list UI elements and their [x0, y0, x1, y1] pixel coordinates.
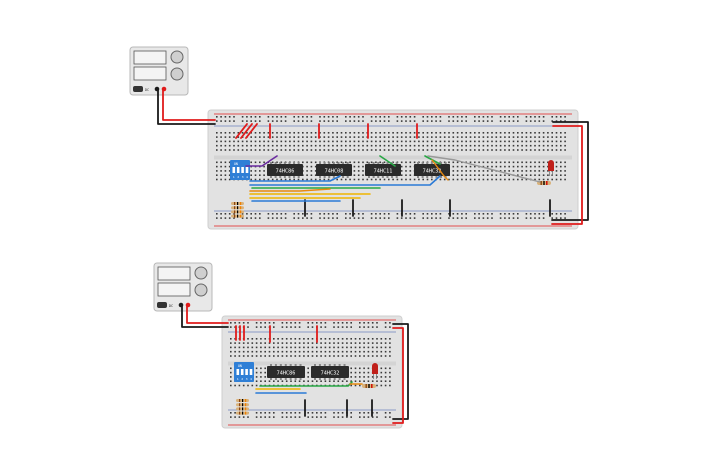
dip-position-label: 3 — [246, 377, 248, 381]
dip-toggle — [236, 369, 240, 375]
output-wire-gray — [427, 155, 541, 183]
dip-switch-body — [230, 160, 250, 180]
signal-wire-green — [379, 155, 396, 167]
dip-toggle — [240, 369, 244, 375]
led-icon — [548, 160, 554, 171]
ic-chip: 74HC86 — [267, 364, 305, 380]
ic-chip: 74HC32 — [311, 364, 349, 380]
signal-wire-purple — [245, 155, 278, 167]
rail-jumper-black — [551, 121, 589, 221]
pulldown-resistors-top — [231, 202, 244, 218]
current-display — [157, 282, 191, 297]
supply-positive-wire — [186, 304, 229, 324]
dip-switch-on-label: ON — [238, 364, 242, 368]
ic-chip-body — [316, 164, 352, 176]
supply-negative-wire — [157, 88, 216, 125]
ic-chip-body — [365, 164, 401, 176]
rail-jumper-black — [392, 323, 409, 420]
ic-chip-label: 74HC86 — [277, 370, 296, 376]
dip-position-label: 1 — [233, 175, 235, 179]
dip-position-label: 1 — [237, 377, 239, 381]
dip-position-label: 4 — [250, 377, 252, 381]
ic-chip-label: 74HC11 — [374, 168, 393, 174]
dip-position-label: 4 — [246, 175, 248, 179]
ic-chip: 74HC86 — [267, 162, 303, 178]
pulldown-resistors-bottom — [236, 399, 249, 415]
rail-jumper-red — [392, 327, 404, 424]
supply-positive-wire — [162, 88, 216, 121]
ic-chip: 74HC08 — [316, 162, 352, 178]
ic-chip-label: 74HC32 — [321, 370, 340, 376]
dip-position-label: 3 — [242, 175, 244, 179]
current-display — [133, 66, 167, 81]
power-supply-1: DC — [153, 262, 213, 312]
signal-wire-orange — [431, 159, 449, 181]
ic-chip-label: 74HC86 — [276, 168, 295, 174]
power-supply-label: DC — [145, 88, 149, 92]
output-led-bottom — [372, 363, 378, 379]
dip-toggle — [232, 167, 236, 173]
vcc-diagonal-wire — [235, 123, 248, 139]
vcc-diagonal-wire — [245, 123, 258, 139]
ic-chip-body — [311, 366, 349, 378]
dip-toggle — [249, 369, 253, 375]
output-led-top — [548, 160, 554, 176]
current-knob-icon — [194, 283, 208, 297]
voltage-knob-icon — [194, 266, 208, 280]
dip-toggle — [241, 167, 244, 173]
power-supply-label: DC — [169, 304, 173, 308]
breadboard-top-center-channel — [214, 155, 572, 160]
power-switch — [157, 302, 167, 308]
ic-chip: 74HC32 — [414, 162, 450, 178]
dip-position-label: 2 — [237, 175, 239, 179]
dip-switch-body — [234, 362, 254, 382]
led-icon — [372, 363, 378, 374]
ic-chip-label: 74HC32 — [423, 168, 442, 174]
vcc-diagonal-wire — [240, 123, 253, 139]
led-resistor-bottom — [362, 384, 376, 388]
signal-wire-orange — [249, 188, 331, 192]
ic-chip-body — [267, 366, 305, 378]
voltage-display — [133, 50, 167, 65]
supply-negative-wire — [181, 304, 229, 328]
dip-toggle — [245, 167, 249, 173]
ic-chip: 74HC11 — [365, 162, 401, 178]
ic-chip-label: 74HC08 — [325, 168, 344, 174]
signal-wire-blue — [249, 175, 441, 186]
power-switch — [133, 86, 143, 92]
breadboard-bottom-center-channel — [228, 361, 396, 366]
current-knob-icon — [170, 67, 184, 81]
dip-toggle — [236, 167, 240, 173]
voltage-knob-icon — [170, 50, 184, 64]
power-supply-0: DC — [129, 46, 189, 96]
dip-toggle — [245, 369, 248, 375]
dip-position-label: 2 — [241, 377, 243, 381]
rail-jumper-red — [551, 125, 583, 225]
voltage-display — [157, 266, 191, 281]
signal-wire-blue — [249, 175, 341, 182]
dip-switch-on-label: ON — [234, 162, 238, 166]
ic-chip-body — [267, 164, 303, 176]
